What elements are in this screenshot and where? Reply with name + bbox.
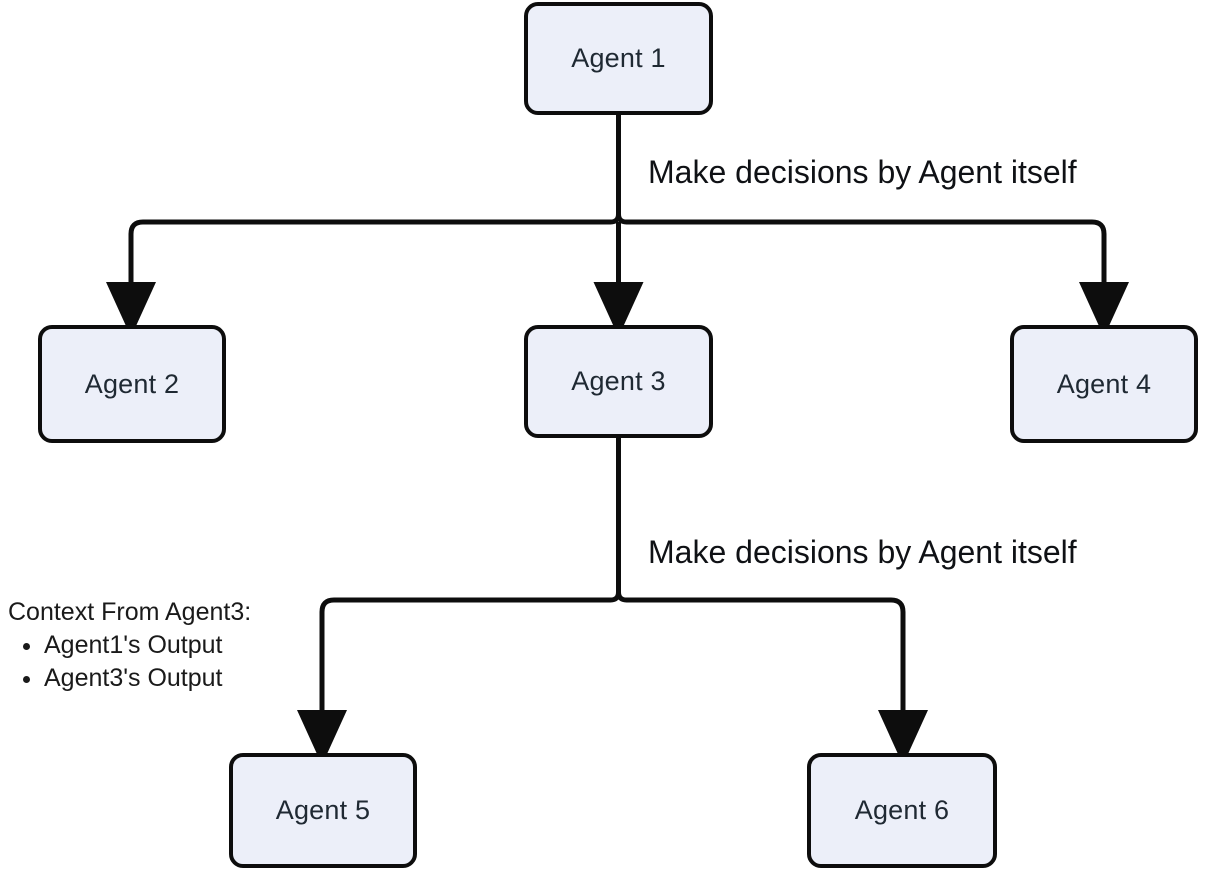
node-agent1-label: Agent 1 (571, 43, 666, 73)
node-agent5[interactable]: Agent 5 (229, 753, 417, 868)
context-note-item: Agent3's Output (44, 666, 251, 691)
node-agent1[interactable]: Agent 1 (524, 2, 713, 115)
connector-agent1-stem (616, 115, 627, 225)
context-note-title: Context From Agent3: (8, 598, 252, 626)
node-agent2[interactable]: Agent 2 (38, 325, 226, 443)
node-agent4[interactable]: Agent 4 (1010, 325, 1198, 443)
connector-bus-level1-right (626, 219, 1129, 337)
connector-agent1-stem-left (610, 213, 621, 225)
context-note: Context From Agent3: Agent1's Output Age… (8, 600, 251, 699)
connector-bus-level1-left (106, 219, 611, 337)
node-agent4-label: Agent 4 (1056, 368, 1152, 399)
node-agent6[interactable]: Agent 6 (807, 753, 997, 868)
node-agent2-label: Agent 2 (84, 368, 180, 399)
connector-bus-level2-left (297, 597, 611, 765)
connector-agent3-stem-left (610, 591, 621, 603)
node-agent5-label: Agent 5 (275, 795, 371, 825)
context-note-list: Agent1's Output Agent3's Output (8, 633, 251, 691)
edge-label-level1: Make decisions by Agent itself (648, 154, 1077, 190)
context-note-item: Agent1's Output (44, 633, 251, 658)
node-agent6-label: Agent 6 (854, 795, 950, 825)
connector-bus-level2-right (626, 597, 928, 765)
edge-label-level2: Make decisions by Agent itself (648, 534, 1077, 570)
connector-agent3-stem (616, 438, 627, 603)
node-agent3[interactable]: Agent 3 (524, 325, 713, 438)
node-agent3-label: Agent 3 (571, 366, 666, 396)
